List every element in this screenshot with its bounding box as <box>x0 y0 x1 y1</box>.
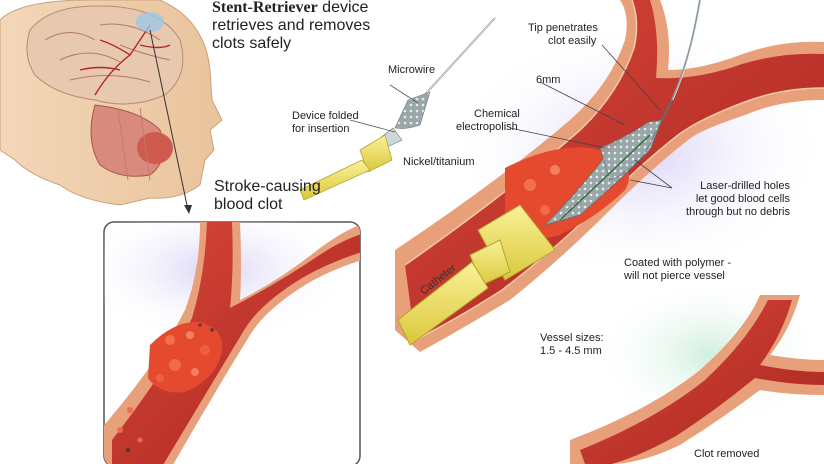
label-6mm: 6mm <box>536 74 561 86</box>
label-tip-2: clot easily <box>548 35 597 47</box>
label-laser-3: through but no debris <box>686 206 790 218</box>
inset-clot <box>117 321 223 452</box>
stent-retriever <box>543 0 702 226</box>
title-line-3: clots safely <box>212 35 292 52</box>
label-laser-1: Laser-drilled holes <box>700 180 790 192</box>
title-rest: device <box>317 0 369 16</box>
label-device-folded-2: for insertion <box>292 123 350 135</box>
label-stroke-clot-2: blood clot <box>214 196 283 213</box>
title-bold: Stent-Retriever <box>212 0 318 16</box>
label-clot-removed: Clot removed <box>694 448 760 460</box>
inset-clot-panel <box>103 221 361 464</box>
label-nickel-titanium: Nickel/titanium <box>403 156 475 168</box>
label-chemical-1: Chemical <box>474 108 520 120</box>
head-illustration <box>0 0 223 214</box>
title-line-1: Stent-Retriever device <box>212 0 368 17</box>
label-vessel-sizes-1: Vessel sizes: <box>540 332 604 344</box>
catheter <box>397 204 556 346</box>
label-coated-2: will not pierce vessel <box>624 270 725 282</box>
label-laser-2: let good blood cells <box>695 193 790 205</box>
label-chemical-2: electropolish <box>456 121 518 133</box>
label-coated-1: Coated with polymer - <box>624 257 731 269</box>
folded-device <box>299 16 497 201</box>
label-device-folded-1: Device folded <box>292 110 359 122</box>
label-vessel-sizes-2: 1.5 - 4.5 mm <box>540 345 602 357</box>
label-microwire: Microwire <box>388 64 436 76</box>
title-line-2: retrieves and removes <box>212 17 371 34</box>
clot-removed-vessel <box>570 275 824 464</box>
label-stroke-clot-1: Stroke-causing <box>214 178 321 195</box>
label-tip-1: Tip penetrates <box>528 22 598 34</box>
main-vessel-illustration <box>395 0 824 352</box>
